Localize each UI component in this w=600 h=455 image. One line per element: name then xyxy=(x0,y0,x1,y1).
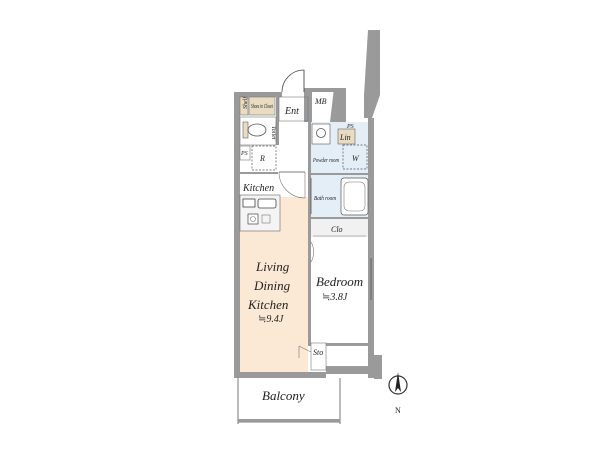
north-compass-icon xyxy=(388,372,408,395)
wall-right xyxy=(368,118,374,378)
wall-right-diagonal xyxy=(364,30,380,118)
wall-mb xyxy=(304,88,334,92)
toilet-bowl xyxy=(247,123,267,137)
stove-burner xyxy=(250,216,256,222)
powder-room-label: Powder room xyxy=(312,158,339,164)
ldk-label-line3: Kitchen xyxy=(247,297,288,312)
kitchen-oven xyxy=(261,214,271,224)
toilet-tank xyxy=(242,121,249,139)
wall-top-left xyxy=(234,92,282,97)
wall-bottom-right xyxy=(326,366,378,374)
washer-label: W xyxy=(352,154,360,163)
ps-right-label: PS xyxy=(346,124,354,130)
storage-door xyxy=(298,345,312,358)
kitchen-stove xyxy=(247,213,259,225)
wall-shaft xyxy=(330,88,346,122)
shelf-label: Shelf xyxy=(242,96,249,109)
toilet-label: Toilet xyxy=(270,126,276,140)
balcony-front-wall xyxy=(238,419,340,422)
washbasin xyxy=(311,123,331,145)
partition-bath-top xyxy=(311,173,369,175)
ps-left-box xyxy=(239,145,251,161)
closet-label: Clo xyxy=(331,225,343,234)
partition-wet-left xyxy=(308,118,311,238)
meter-box-label: MB xyxy=(314,97,327,106)
partition-bedroom-left xyxy=(308,238,311,346)
entrance-door-swing xyxy=(281,69,305,93)
partition-bedroom-bottom xyxy=(326,343,370,346)
bathtub xyxy=(340,177,369,216)
kitchen-label: Kitchen xyxy=(242,183,274,194)
bedroom-door-swing xyxy=(310,241,314,263)
refrigerator-label: R xyxy=(259,154,265,163)
entrance-label: Ent xyxy=(284,106,299,117)
wall-left xyxy=(234,95,240,377)
shoes-closet xyxy=(248,96,276,116)
wall-bottom xyxy=(234,372,326,378)
storage-label: Sto xyxy=(313,348,323,357)
entrance-step xyxy=(278,96,309,122)
ldk-size-label: ≒9.4J xyxy=(258,314,284,325)
partition-toilet-right xyxy=(276,97,279,145)
ps-left-label: PS xyxy=(240,151,248,157)
corridor-door-swing xyxy=(278,171,306,199)
partition-closet-top xyxy=(308,217,370,219)
washbasin-bowl xyxy=(316,128,326,138)
shoes-closet-label: Shoes in Closet xyxy=(251,104,273,110)
bedroom-size-label: ≒3.8J xyxy=(322,292,348,303)
bathtub-inner xyxy=(343,181,366,212)
refrigerator xyxy=(251,145,277,171)
bedroom-label: Bedroom xyxy=(316,274,363,289)
kitchen-sink-basin xyxy=(257,198,277,209)
linen-label: Lin xyxy=(339,133,351,142)
washer-space xyxy=(342,144,368,170)
compass-north-label: N xyxy=(395,406,401,415)
ldk-label-line2: Dining xyxy=(253,278,291,293)
bath-room-label: Bath room xyxy=(314,196,337,202)
shelf-small xyxy=(239,96,249,116)
kitchen-sink xyxy=(242,198,256,208)
closet-floor xyxy=(311,219,371,237)
linen-cabinet xyxy=(337,128,356,145)
partition-kitchen-top xyxy=(240,172,278,174)
storage-box xyxy=(310,342,327,371)
balcony-label: Balcony xyxy=(262,388,305,403)
ldk-label-line1: Living xyxy=(255,259,290,274)
